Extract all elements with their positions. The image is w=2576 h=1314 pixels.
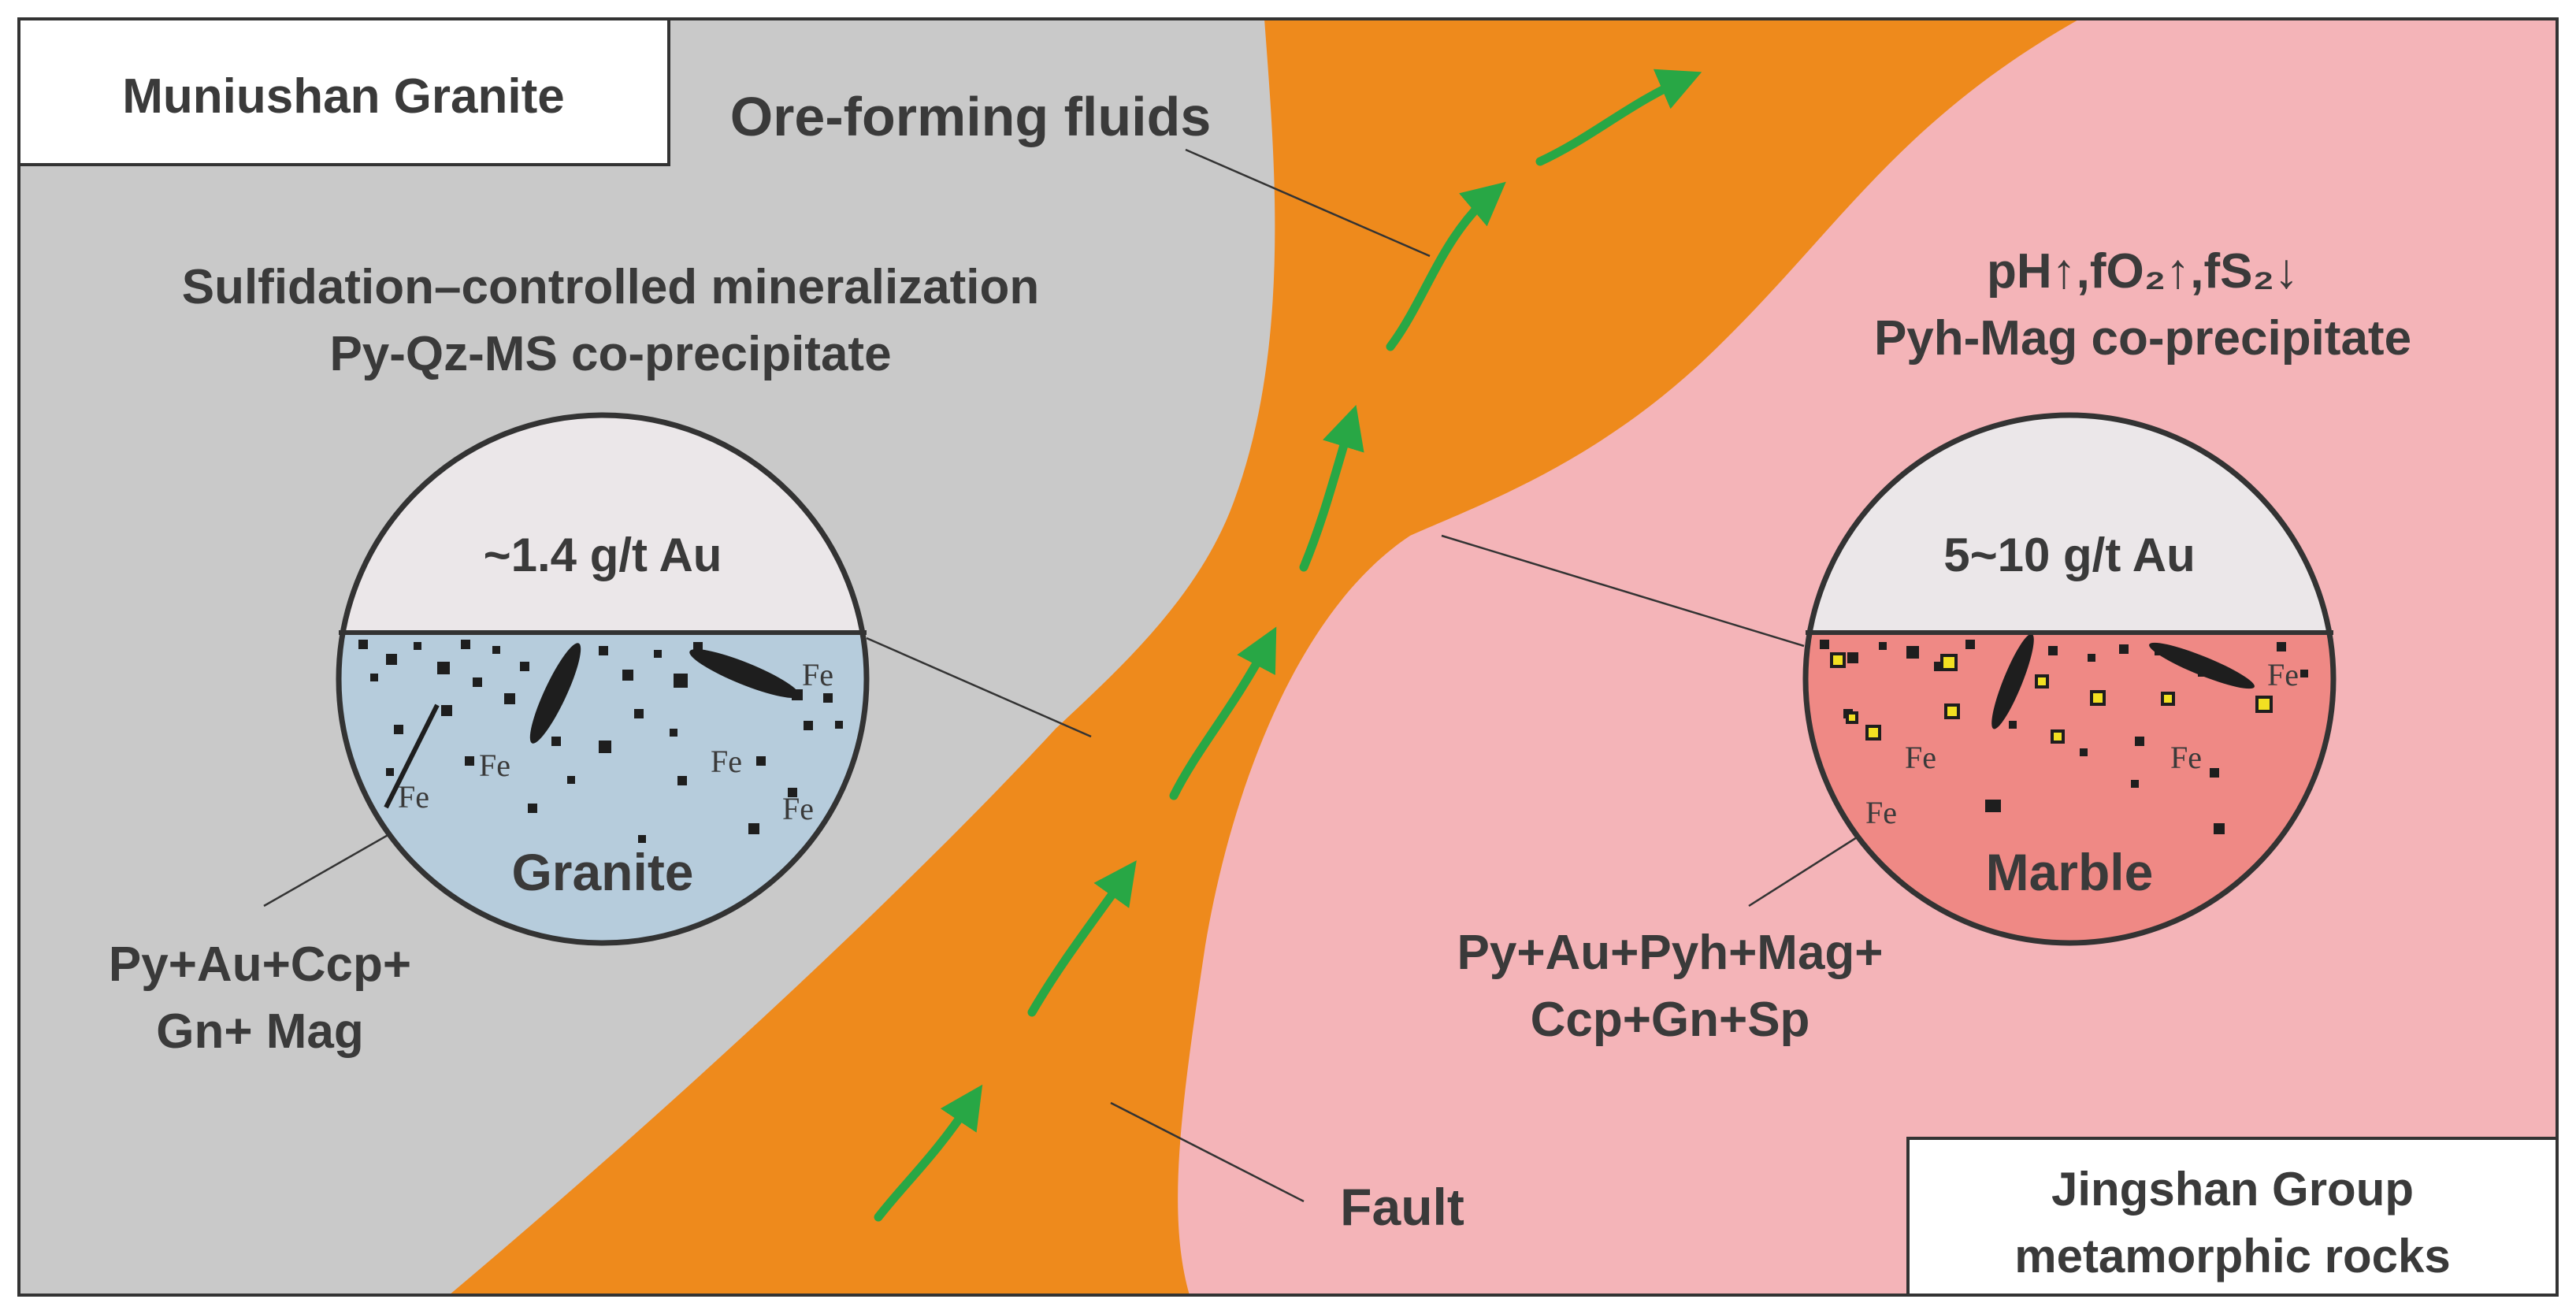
fluid-arrow [874,1084,983,1222]
fe-label: Fe [802,657,833,692]
fe-label: Fe [479,748,510,783]
left-grade-label: ~1.4 g/t Au [484,529,722,581]
fe-label: Fe [2170,740,2202,775]
leader-line-fault [1110,1101,1305,1203]
leader-line-fluids [1185,148,1431,258]
left-host-rock-label: Granite [511,843,693,901]
fe-label: Fe [782,791,814,826]
fluid-arrow [1386,181,1506,351]
fluid-arrow [1169,626,1277,800]
fe-label: Fe [2267,657,2299,692]
fe-label: Fe [711,744,742,779]
right-process-line2: Pyh-Mag co-precipitate [1874,311,2411,366]
metamorphic-unit-label-line1: Jingshan Group [2051,1163,2414,1216]
fe-label: Fe [1865,795,1897,830]
mineral-lath [529,643,581,744]
gold-grains [1830,652,2273,744]
left-process-line2: Py-Qz-MS co-precipitate [329,327,891,381]
fluids-label: Ore-forming fluids [730,86,1212,147]
left-inset-granite: Fe Fe Fe Fe Fe ~1.4 g/t Au Granite [336,412,870,946]
left-process-line1: Sulfidation–controlled mineralization [182,260,1040,314]
leader-line-right-inset [1441,534,1805,648]
left-sulfide-grains [358,640,843,843]
metamorphic-unit-label-line2: metamorphic rocks [2014,1230,2451,1282]
right-inset-marble: Fe Fe Fe Fe 5~10 g/t Au Marble [1802,412,2337,946]
right-assemblage-line1: Py+Au+Pyh+Mag+ [1457,926,1883,980]
fe-label: Fe [398,779,429,815]
metamorphic-unit-box: Jingshan Group metamorphic rocks [1906,1137,2559,1297]
leader-line-left-inset [866,637,1092,738]
fault-label: Fault [1340,1178,1464,1236]
fe-label: Fe [1905,740,1936,775]
right-assemblage-line2: Ccp+Gn+Sp [1531,993,1810,1047]
mineral-needle [384,703,440,809]
mineral-lath [1991,633,2034,729]
mineral-lath [2149,642,2255,689]
fluid-arrows [874,69,1702,1222]
fluid-arrow [1299,404,1364,572]
right-grade-label: 5~10 g/t Au [1943,529,2196,581]
mineral-lath [689,649,800,698]
right-host-rock-label: Marble [1986,843,2154,901]
right-process-line1: pH↑,fO₂↑,fS₂↓ [1987,244,2299,299]
left-assemblage-line1: Py+Au+Ccp+ [109,937,411,992]
granite-unit-label: Muniushan Granite [122,69,564,124]
granite-unit-box: Muniushan Granite [17,17,670,166]
diagram-frame [17,17,2559,1297]
left-assemblage-line2: Gn+ Mag [156,1004,364,1059]
fluid-arrow [1027,860,1137,1017]
fluid-arrow [1535,69,1702,166]
